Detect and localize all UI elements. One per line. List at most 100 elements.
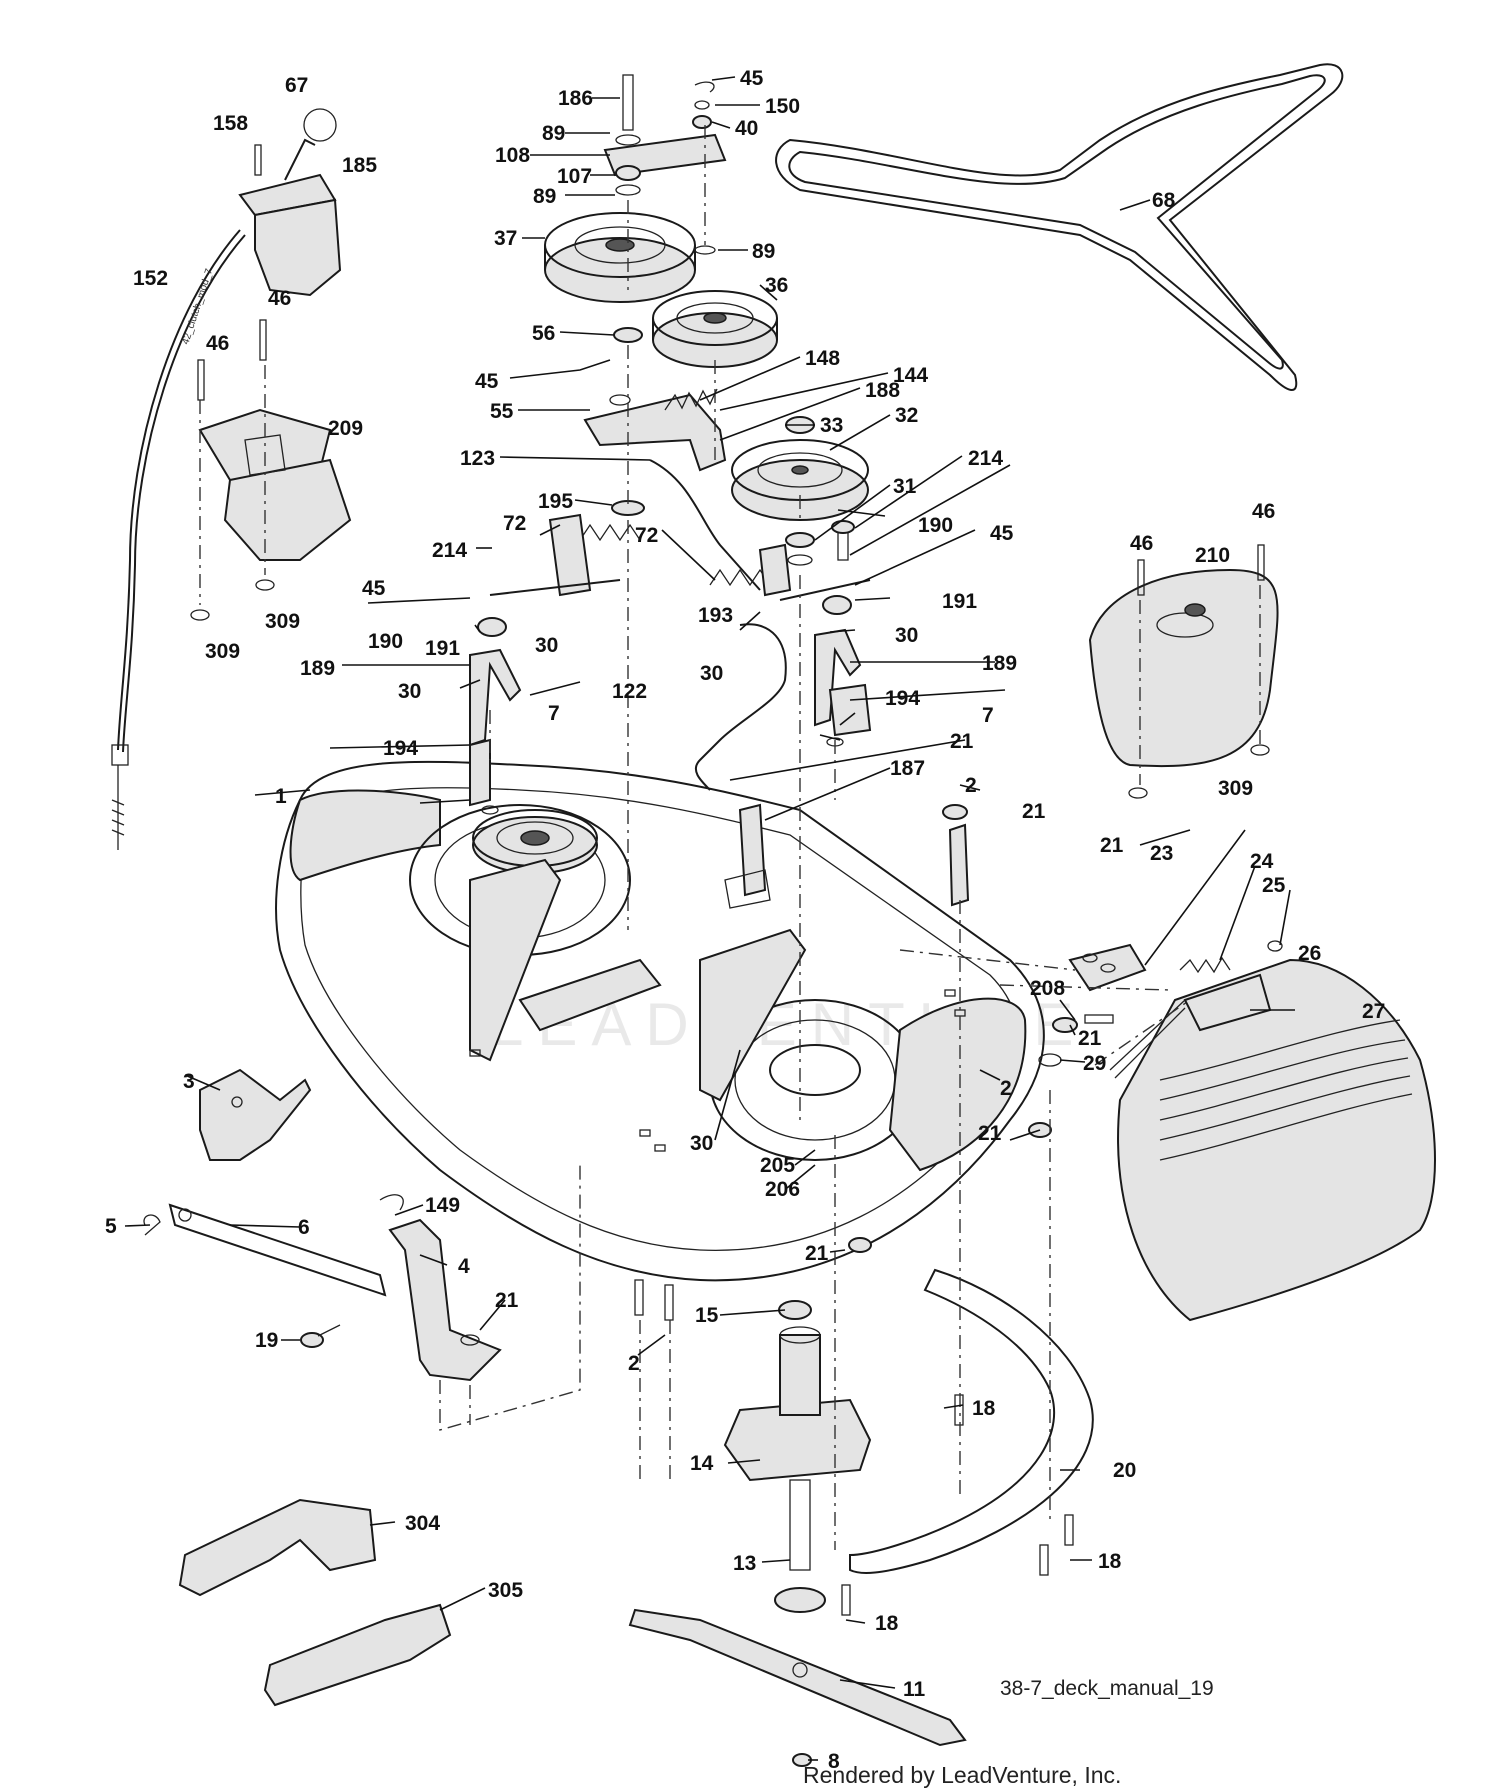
callout-7: 7 xyxy=(982,704,994,727)
callout-labels: 67 158 185 152 46 46 209 309 309 186 89 … xyxy=(105,67,1385,1773)
clutch-bracket-209 xyxy=(190,319,352,621)
callout-45: 45 xyxy=(740,67,764,90)
callout-6: 6 xyxy=(298,1216,310,1239)
callout-56: 56 xyxy=(532,322,555,345)
callout-152: 152 xyxy=(133,267,168,290)
callout-67: 67 xyxy=(285,74,308,97)
callout-18: 18 xyxy=(875,1612,899,1635)
callout-89: 89 xyxy=(542,122,565,145)
callout-46: 46 xyxy=(206,332,229,355)
callout-19: 19 xyxy=(255,1329,278,1352)
callout-185: 185 xyxy=(342,154,377,177)
discharge-chute xyxy=(1068,940,1436,1322)
assembly-centerlines xyxy=(199,125,1261,1550)
callout-45: 45 xyxy=(990,522,1014,545)
callout-149: 149 xyxy=(425,1194,460,1217)
callout-45: 45 xyxy=(475,370,499,393)
callout-214: 214 xyxy=(968,447,1003,470)
callout-205: 205 xyxy=(760,1154,795,1177)
right-bracket xyxy=(814,595,872,747)
callout-309: 309 xyxy=(1218,777,1253,800)
callout-191: 191 xyxy=(942,590,977,613)
callout-189: 189 xyxy=(982,652,1017,675)
callout-21: 21 xyxy=(1100,834,1124,857)
tension-springs xyxy=(489,513,871,601)
diagram-reference: 38-7_deck_manual_19 xyxy=(1000,1677,1214,1700)
callout-21: 21 xyxy=(950,730,974,753)
hanger-4 xyxy=(379,1194,502,1382)
baffle-20 xyxy=(841,1268,1094,1616)
mower-deck xyxy=(275,760,1045,1282)
callout-186: 186 xyxy=(558,87,593,110)
callout-190: 190 xyxy=(368,630,403,653)
callout-33: 33 xyxy=(820,414,843,437)
callout-30: 30 xyxy=(690,1132,713,1155)
bracket-305 xyxy=(263,1603,452,1707)
callout-21: 21 xyxy=(978,1122,1002,1145)
callout-107: 107 xyxy=(557,165,592,188)
callout-30: 30 xyxy=(398,680,421,703)
callout-46: 46 xyxy=(1130,532,1153,555)
drive-belt xyxy=(775,63,1344,391)
callout-26: 26 xyxy=(1298,942,1321,965)
callout-55: 55 xyxy=(490,400,514,423)
right-hardware xyxy=(848,804,1114,1253)
callout-304: 304 xyxy=(405,1512,440,1535)
callout-214: 214 xyxy=(432,539,467,562)
clutch-lever-assembly xyxy=(238,108,342,297)
bracket-304 xyxy=(178,1498,377,1597)
callout-148: 148 xyxy=(805,347,840,370)
callout-72: 72 xyxy=(503,512,526,535)
callout-30: 30 xyxy=(700,662,723,685)
callout-209: 209 xyxy=(328,417,363,440)
front-hanger-3 xyxy=(199,1068,312,1161)
left-bracket xyxy=(469,617,522,815)
callout-31: 31 xyxy=(893,475,917,498)
callout-208: 208 xyxy=(1030,977,1065,1000)
callout-30: 30 xyxy=(895,624,918,647)
callout-11: 11 xyxy=(903,1678,926,1701)
callout-122: 122 xyxy=(612,680,647,703)
rod-193 xyxy=(694,623,787,791)
callout-1: 1 xyxy=(275,785,287,808)
callout-21: 21 xyxy=(805,1242,829,1265)
callout-18: 18 xyxy=(1098,1550,1122,1573)
callout-158: 158 xyxy=(213,112,248,135)
callout-150: 150 xyxy=(765,95,800,118)
callout-188: 188 xyxy=(865,379,900,402)
callout-40: 40 xyxy=(735,117,758,140)
callout-5: 5 xyxy=(105,1215,117,1238)
callout-25: 25 xyxy=(1262,874,1286,897)
callout-144: 144 xyxy=(893,364,928,387)
callout-195: 195 xyxy=(538,490,573,513)
callout-187: 187 xyxy=(890,757,925,780)
callout-7: 7 xyxy=(548,702,560,725)
callout-2: 2 xyxy=(965,774,977,797)
callout-27: 27 xyxy=(1362,1000,1385,1023)
callout-23: 23 xyxy=(1150,842,1173,865)
callout-68: 68 xyxy=(1152,189,1176,212)
callout-189: 189 xyxy=(300,657,335,680)
callout-30: 30 xyxy=(535,634,558,657)
callout-21: 21 xyxy=(495,1289,519,1312)
callout-29: 29 xyxy=(1083,1052,1106,1075)
callout-309: 309 xyxy=(265,610,300,633)
callout-2: 2 xyxy=(628,1352,640,1375)
callout-14: 14 xyxy=(690,1452,714,1475)
callout-46: 46 xyxy=(1252,500,1275,523)
callout-72: 72 xyxy=(635,524,658,547)
callout-123: 123 xyxy=(460,447,495,470)
callout-15: 15 xyxy=(695,1304,719,1327)
callout-32: 32 xyxy=(895,404,918,427)
link-arm-6 xyxy=(143,1203,387,1297)
callout-4: 4 xyxy=(458,1255,470,1278)
bolt-19 xyxy=(300,1324,341,1348)
blade-11 xyxy=(628,1608,967,1767)
callout-108: 108 xyxy=(495,144,530,167)
callout-36: 36 xyxy=(765,274,788,297)
callout-194: 194 xyxy=(383,737,418,760)
callout-21: 21 xyxy=(1022,800,1046,823)
callout-193: 193 xyxy=(698,604,733,627)
callout-37: 37 xyxy=(494,227,517,250)
